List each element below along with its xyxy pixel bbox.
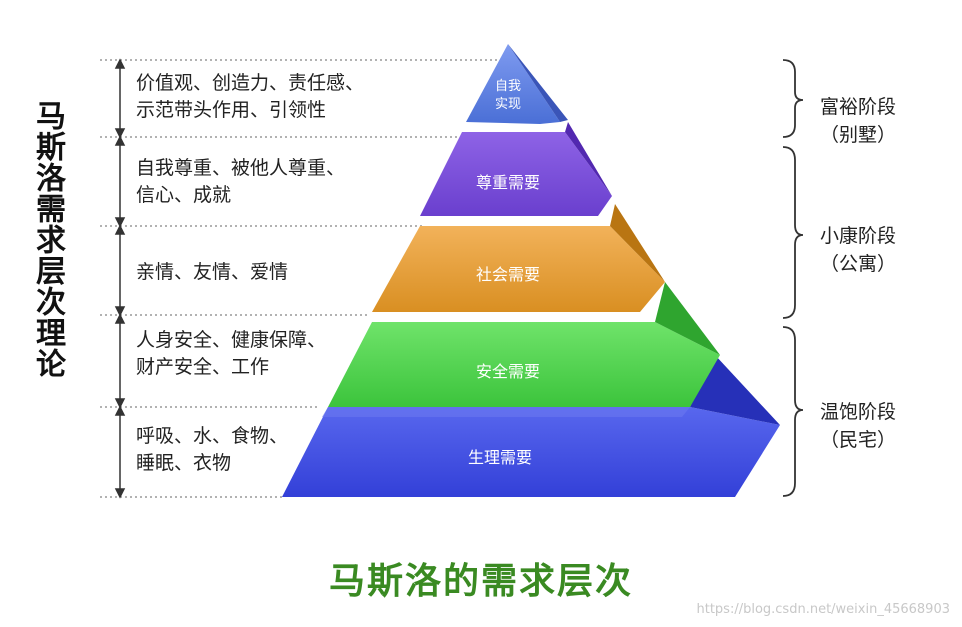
guide-lines <box>100 59 500 498</box>
desc-physiological: 呼吸、水、食物、 睡眠、衣物 <box>136 423 288 477</box>
stage-sub: （别墅） <box>819 124 896 146</box>
desc-line: 财产安全、工作 <box>136 356 270 378</box>
level-label-esteem: 尊重需要 <box>476 173 540 192</box>
pyramid-level-self-actualization <box>466 44 568 124</box>
diagram-title: 马斯洛的需求层次 <box>328 561 633 602</box>
stage-sub: （公寓） <box>819 253 896 275</box>
pyramid-level-social <box>372 204 665 312</box>
stage-name: 温饱阶段 <box>819 401 896 423</box>
desc-line: 呼吸、水、食物、 <box>136 425 289 447</box>
level-label-self-bottom: 实现 <box>495 97 521 112</box>
stage-wealthy: 富裕阶段 （别墅） <box>808 93 908 149</box>
desc-line: 人身安全、健康保障、 <box>136 329 327 351</box>
desc-self-actualization: 价值观、创造力、责任感、 示范带头作用、引领性 <box>136 70 364 124</box>
level-label-social: 社会需要 <box>476 265 540 284</box>
desc-line: 价值观、创造力、责任感、 <box>136 72 365 94</box>
stage-braces <box>782 59 804 497</box>
desc-social: 亲情、友情、爱情 <box>136 259 288 286</box>
desc-line: 睡眠、衣物 <box>136 452 232 474</box>
level-label-self-top: 自我 <box>495 79 521 94</box>
desc-safety: 人身安全、健康保障、 财产安全、工作 <box>136 327 326 381</box>
pyramid-level-physiological <box>282 355 780 497</box>
desc-line: 自我尊重、被他人尊重、 <box>136 157 346 179</box>
desc-line: 信心、成就 <box>136 184 232 206</box>
desc-line: 示范带头作用、引领性 <box>136 99 327 121</box>
level-label-safety: 安全需要 <box>476 362 540 381</box>
stage-subsistence: 温饱阶段 （民宅） <box>808 398 908 454</box>
pyramid-level-safety <box>328 282 720 407</box>
vertical-title: 马斯洛需求层次理论 <box>30 100 65 379</box>
watermark: https://blog.csdn.net/weixin_45668903 <box>696 602 950 617</box>
stage-sub: （民宅） <box>819 429 896 451</box>
stage-name: 小康阶段 <box>819 225 896 247</box>
level-arrows <box>114 58 126 499</box>
stage-moderate: 小康阶段 （公寓） <box>808 222 908 278</box>
desc-esteem: 自我尊重、被他人尊重、 信心、成就 <box>136 155 345 209</box>
desc-line: 亲情、友情、爱情 <box>136 261 289 283</box>
pyramid-level-esteem <box>420 122 612 216</box>
level-label-physiological: 生理需要 <box>468 448 532 467</box>
stage-name: 富裕阶段 <box>819 96 896 118</box>
